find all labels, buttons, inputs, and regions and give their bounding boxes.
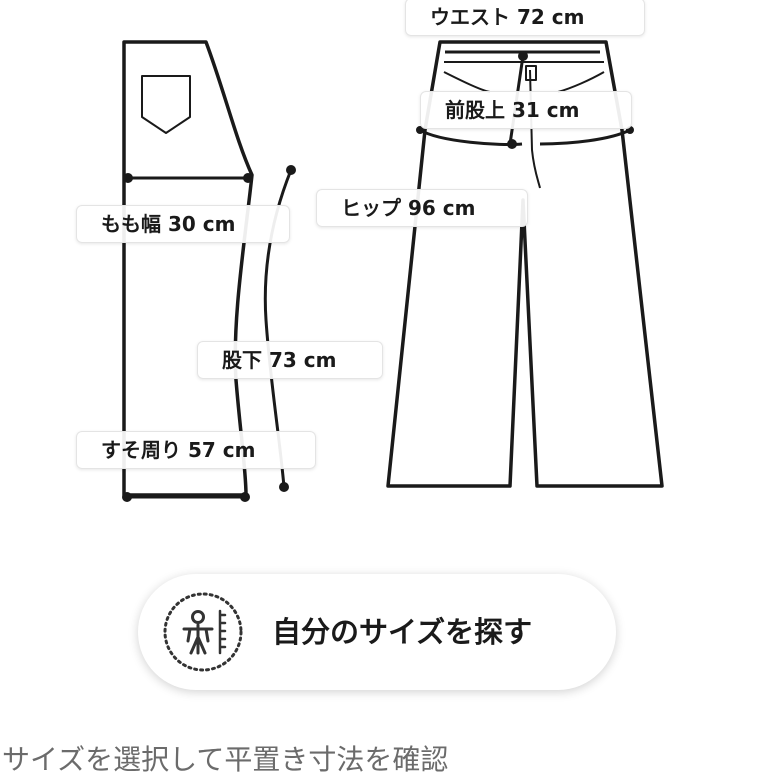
fly-line: [529, 69, 541, 189]
back-pocket: [141, 75, 191, 134]
hem-label: すそ周り 57 cm: [76, 431, 316, 469]
front-pocket-left: [443, 71, 491, 93]
size-select-hint: サイズを選択して平置き寸法を確認: [2, 743, 449, 776]
waist-label: ウエスト 72 cm: [405, 0, 645, 36]
body-measure-icon: [163, 592, 243, 672]
inseam-label: 股下 73 cm: [197, 341, 383, 379]
front-view-outline: [386, 40, 664, 488]
find-my-size-button[interactable]: 自分のサイズを探す: [138, 574, 616, 690]
thigh-measure-line: [123, 173, 253, 183]
hip-label: ヒップ 96 cm: [316, 189, 528, 227]
pants-side-view: [122, 40, 254, 497]
front-pocket-right: [557, 71, 605, 93]
find-my-size-label: 自分のサイズを探す: [272, 615, 533, 649]
pants-front-view: [386, 40, 664, 488]
belt-loop: [525, 65, 537, 81]
hem-measure-line: [122, 492, 250, 502]
thigh-label: もも幅 30 cm: [76, 205, 290, 243]
side-view-outline: [122, 40, 254, 497]
front-rise-label: 前股上 31 cm: [420, 91, 632, 129]
